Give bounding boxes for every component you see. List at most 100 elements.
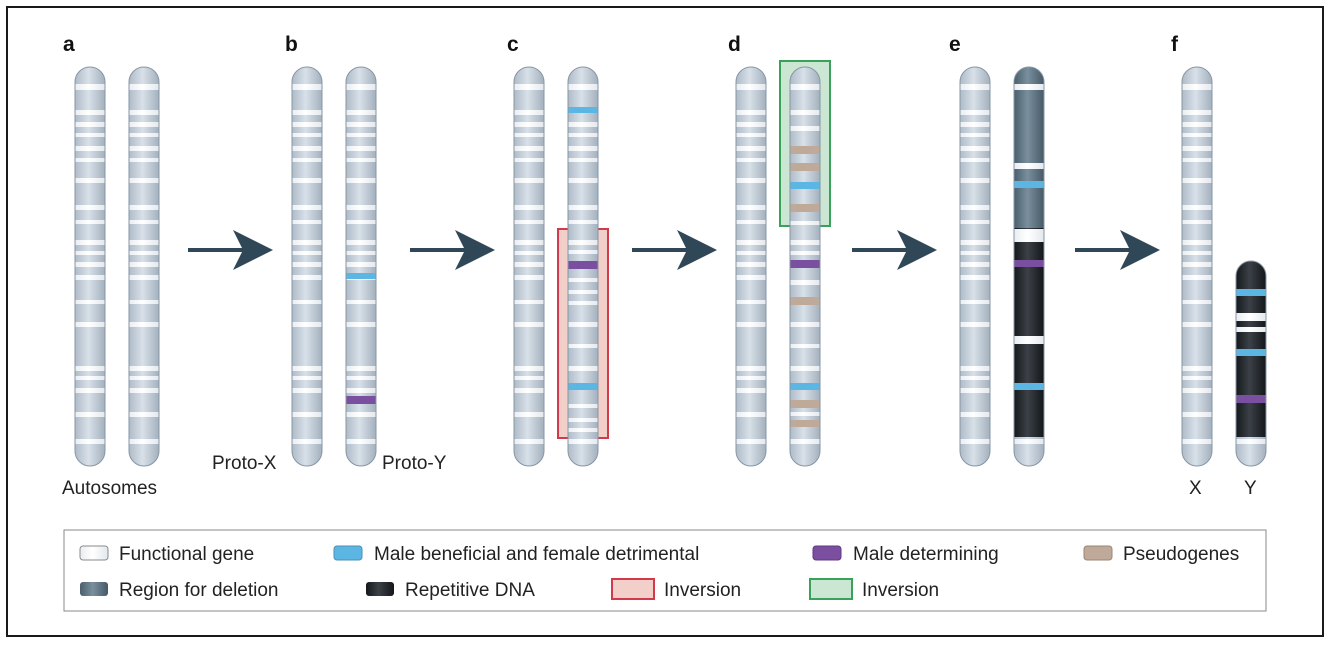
panel-c-x-chromosome-band — [514, 240, 544, 245]
proto-x-chromosome — [291, 66, 323, 467]
panel-c-x-chromosome-band — [514, 412, 544, 417]
panel-c-y-chromosome-band — [568, 240, 598, 245]
proto-y-chromosome-band — [346, 205, 376, 210]
y-chromosome-band — [1236, 395, 1266, 403]
panel-c-x-chromosome-band — [514, 376, 544, 380]
proto-x-chromosome-band — [292, 262, 322, 267]
x-chromosome-band — [1182, 133, 1212, 137]
panel-c-x-chromosome — [513, 66, 545, 467]
panel-e-x-chromosome-band — [960, 122, 990, 127]
panel-c-x-chromosome-band — [514, 300, 544, 304]
autosome-1-band — [75, 146, 105, 151]
autosome-1-band — [75, 240, 105, 245]
proto-y-chromosome-band — [346, 220, 376, 224]
panel-e-x-chromosome-band — [960, 262, 990, 267]
panel-d-y-chromosome-band — [790, 260, 820, 268]
panel-e-x-chromosome-band — [960, 205, 990, 210]
x-chromosome-band — [1182, 122, 1212, 127]
autosome-2-band — [129, 84, 159, 90]
autosome-2-band — [129, 146, 159, 151]
autosome-2-band — [129, 412, 159, 417]
panel-d-y-chromosome-band — [790, 420, 820, 427]
proto-x-chromosome-band — [292, 133, 322, 137]
panel-c-x-chromosome-band — [514, 220, 544, 224]
panel-d-y-chromosome-band — [790, 383, 820, 390]
panel-d-x-chromosome-band — [736, 300, 766, 304]
autosome-1-band — [75, 275, 105, 280]
autosome-1-band — [75, 376, 105, 380]
panel-c-x-chromosome-band — [514, 388, 544, 393]
panel-c-y-chromosome-band — [568, 278, 598, 282]
panel-e-y-chromosome — [1013, 66, 1045, 467]
panel-c-y-chromosome-band — [568, 122, 598, 127]
label-proto-y: Proto-Y — [382, 453, 447, 474]
panel-e-y-chromosome-band — [1014, 237, 1044, 242]
x-chromosome-band — [1182, 110, 1212, 115]
proto-y-chromosome — [345, 66, 377, 467]
proto-x-chromosome-band — [292, 205, 322, 210]
panel-label-e: e — [949, 33, 961, 56]
panel-d-x-chromosome-band — [736, 412, 766, 417]
panel-e-x-chromosome-band — [960, 84, 990, 90]
panel-d-y-chromosome-band — [790, 297, 820, 305]
panel-c-y-chromosome-band — [568, 261, 598, 269]
panel-d-y-chromosome-band — [790, 163, 820, 171]
panel-c-y-chromosome-band — [568, 290, 598, 294]
panel-e-x-chromosome-band — [960, 133, 990, 137]
legend-text-functional-gene: Functional gene — [119, 544, 254, 565]
panel-c-x-chromosome-band — [514, 251, 544, 255]
panel-label-b: b — [285, 33, 298, 56]
panel-c-y-chromosome — [567, 66, 599, 467]
legend-text-pseudogenes: Pseudogenes — [1123, 544, 1239, 565]
proto-x-chromosome-band — [292, 122, 322, 127]
panel-c-y-chromosome-band — [568, 250, 598, 254]
panel-d-y-chromosome-band — [790, 182, 820, 189]
panel-c-y-chromosome-band — [568, 383, 598, 390]
proto-y-chromosome-band — [346, 376, 376, 380]
panel-c-x-chromosome-band — [514, 110, 544, 115]
proto-y-chromosome-band — [346, 412, 376, 417]
proto-x-chromosome-band — [292, 158, 322, 162]
x-chromosome-band — [1182, 388, 1212, 393]
panel-e-x-chromosome-band — [960, 388, 990, 393]
autosome-2-band — [129, 122, 159, 127]
autosome-1-band — [75, 178, 105, 183]
x-chromosome-band — [1182, 300, 1212, 304]
legend-swatch-pseudogenes — [1083, 545, 1113, 561]
legend-swatch-inversion-green — [809, 578, 853, 600]
panel-d-y-chromosome-band — [790, 366, 820, 371]
autosome-2-band — [129, 262, 159, 267]
x-chromosome — [1181, 66, 1213, 467]
legend-swatch-functional-gene — [79, 545, 109, 561]
autosome-2-band — [129, 366, 159, 371]
y-chromosome-band — [1236, 313, 1266, 321]
autosome-2-band — [129, 275, 159, 280]
legend-text-repetitive: Repetitive DNA — [405, 580, 535, 601]
legend-text-inversion-red: Inversion — [664, 580, 741, 601]
panel-d-x-chromosome-band — [736, 133, 766, 137]
x-chromosome-band — [1182, 158, 1212, 162]
panel-c-y-chromosome-band — [568, 146, 598, 151]
panel-label-d: d — [728, 33, 741, 56]
y-chromosome-band — [1236, 439, 1266, 444]
panel-d-x-chromosome-band — [736, 275, 766, 280]
panel-e-y-chromosome-band — [1014, 383, 1044, 390]
panel-d-y-chromosome-band — [790, 251, 820, 255]
y-chromosome-band — [1236, 327, 1266, 332]
panel-e-x-chromosome-band — [960, 240, 990, 245]
x-chromosome-band — [1182, 84, 1212, 90]
panel-d-y-chromosome-band — [790, 412, 820, 416]
proto-y-chromosome-band — [346, 262, 376, 267]
autosome-2-band — [129, 110, 159, 115]
legend-text-male-determining: Male determining — [853, 544, 999, 565]
panel-e-x-chromosome — [959, 66, 991, 467]
panel-d-x-chromosome-band — [736, 376, 766, 380]
panel-c-y-chromosome-band — [568, 344, 598, 348]
legend-swatch-male-beneficial — [333, 545, 363, 561]
proto-x-chromosome-band — [292, 322, 322, 327]
legend-text-male-beneficial: Male beneficial and female detrimental — [374, 544, 699, 565]
panel-c-y-chromosome-band — [568, 84, 598, 90]
autosome-2-band — [129, 251, 159, 255]
proto-y-chromosome-band — [346, 251, 376, 255]
